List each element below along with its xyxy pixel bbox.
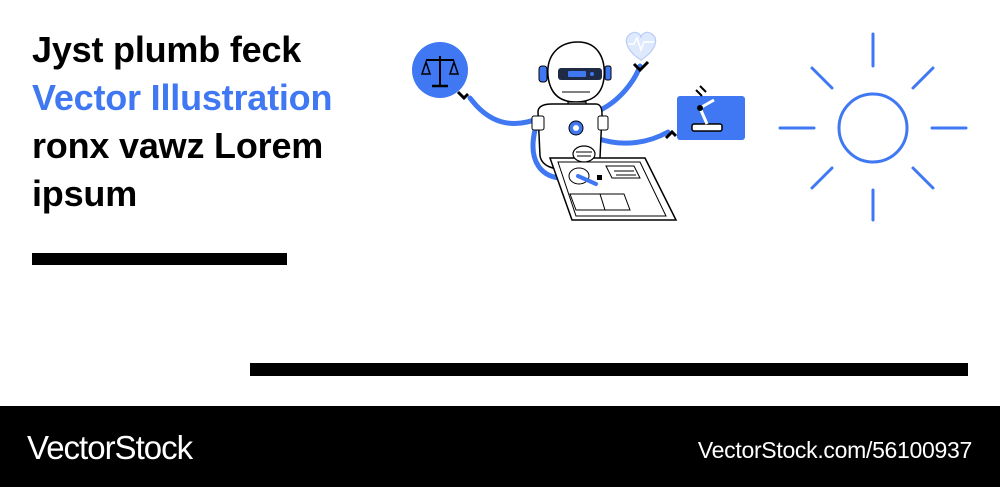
divider-long (250, 363, 968, 376)
robot-illustration (412, 31, 968, 222)
headline-line-3: ronx vawz Lorem (32, 125, 324, 166)
robot-head (538, 41, 612, 103)
scales-icon (412, 42, 470, 101)
heart-icon (625, 31, 657, 73)
headline-line-1: Jyst plumb feck (32, 29, 302, 70)
image-id: VectorStock.com/56100937 (697, 437, 972, 463)
sun-icon (778, 32, 968, 222)
divider-short (32, 253, 287, 265)
headline-line-2: Vector Illustration (32, 77, 333, 118)
robotic-arm-icon (664, 85, 745, 140)
footer-bar: VectorStock VectorStock.com/56100937 (0, 406, 1000, 487)
headline-line-4: ipsum (32, 173, 138, 214)
tablet-icon (548, 145, 678, 221)
watermark-logo: VectorStock (27, 429, 193, 466)
headline: Jyst plumb feck Vector Illustration ronx… (32, 26, 332, 218)
